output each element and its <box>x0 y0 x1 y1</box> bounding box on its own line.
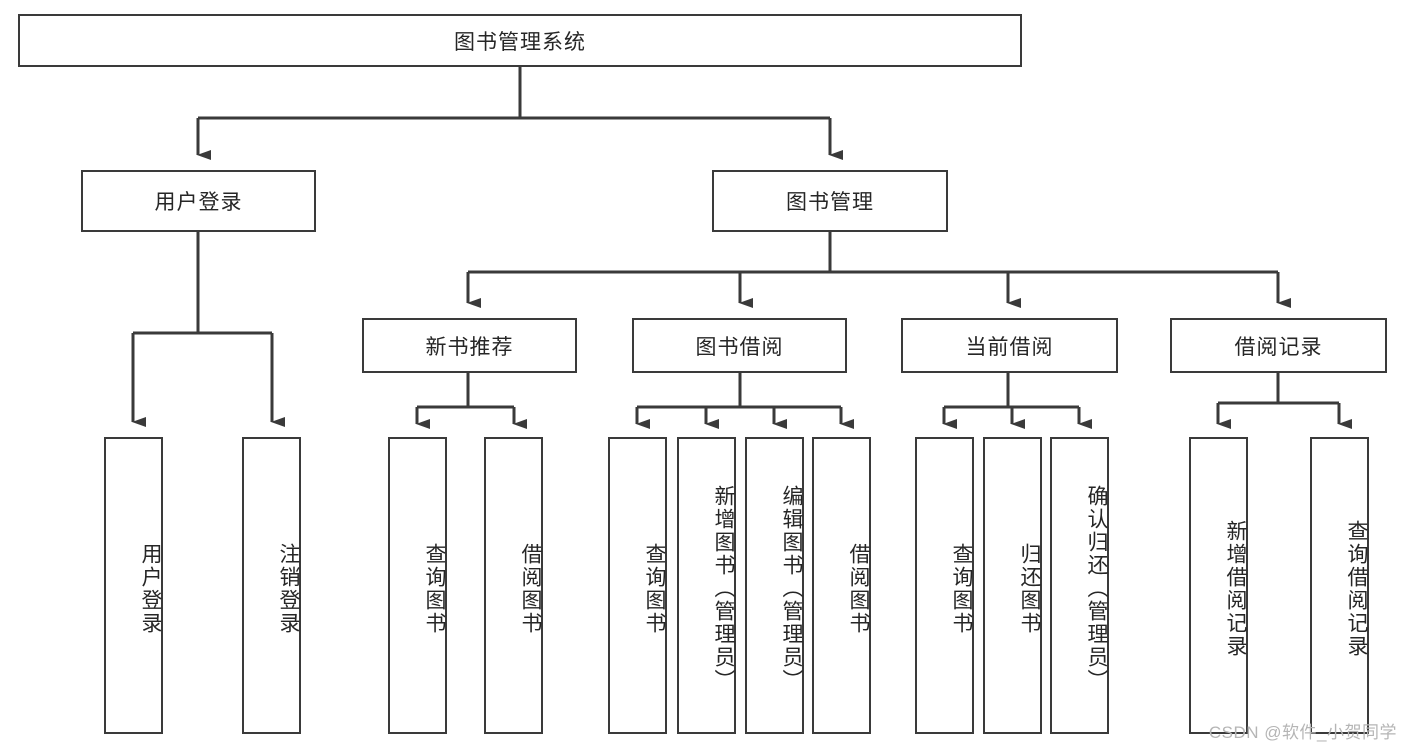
leaf-edit-book-label: 编辑图书（管理员） <box>780 485 803 692</box>
node-book-manage-label: 图书管理 <box>786 191 874 214</box>
leaf-borrow-book-1[interactable]: 借阅图书 <box>484 437 543 734</box>
node-new-book-rec[interactable]: 新书推荐 <box>362 318 577 373</box>
node-current-borrow-label: 当前借阅 <box>965 335 1054 359</box>
node-new-book-rec-label: 新书推荐 <box>425 335 514 359</box>
leaf-query-book-2[interactable]: 查询图书 <box>608 437 667 734</box>
leaf-borrow-book-2-label: 借阅图书 <box>847 542 870 635</box>
edges-book-borrow <box>635 373 854 429</box>
leaf-add-record-label: 新增借阅记录 <box>1224 519 1247 658</box>
watermark: CSDN @软件_小贺同学 <box>1208 723 1397 742</box>
leaf-edit-book[interactable]: 编辑图书（管理员） <box>745 437 804 734</box>
leaf-borrow-book-2[interactable]: 借阅图书 <box>812 437 871 734</box>
edges-new-book-rec <box>415 373 527 429</box>
leaf-query-book-2-label: 查询图书 <box>643 542 666 635</box>
leaf-add-book-label: 新增图书（管理员） <box>712 485 735 692</box>
node-user-login-label: 用户登录 <box>154 191 243 214</box>
node-root[interactable]: 图书管理系统 <box>18 14 1022 67</box>
leaf-return-book-label: 归还图书 <box>1018 542 1041 635</box>
leaf-user-login[interactable]: 用户登录 <box>104 437 163 734</box>
edges-user-login <box>131 232 285 427</box>
node-root-label: 图书管理系统 <box>454 30 586 54</box>
node-book-manage[interactable]: 图书管理 <box>712 170 948 232</box>
edges-borrow-record <box>1216 373 1352 429</box>
leaf-confirm-return[interactable]: 确认归还（管理员） <box>1050 437 1109 734</box>
leaf-add-record[interactable]: 新增借阅记录 <box>1189 437 1248 734</box>
leaf-query-book-3-label: 查询图书 <box>950 542 973 635</box>
leaf-logout-label: 注销登录 <box>277 542 300 635</box>
leaf-query-record-label: 查询借阅记录 <box>1345 519 1368 658</box>
node-book-borrow-label: 图书借阅 <box>695 335 784 359</box>
leaf-query-book-3[interactable]: 查询图书 <box>915 437 974 734</box>
leaf-return-book[interactable]: 归还图书 <box>983 437 1042 734</box>
node-current-borrow[interactable]: 当前借阅 <box>901 318 1118 373</box>
leaf-add-book[interactable]: 新增图书（管理员） <box>677 437 736 734</box>
edges-root <box>196 67 843 160</box>
leaf-user-login-label: 用户登录 <box>139 542 162 635</box>
leaf-confirm-return-label: 确认归还（管理员） <box>1085 485 1108 692</box>
edges-current-borrow <box>942 373 1092 429</box>
leaf-query-book-1-label: 查询图书 <box>423 542 446 635</box>
leaf-borrow-book-1-label: 借阅图书 <box>519 542 542 635</box>
edges-book-manage <box>466 232 1291 308</box>
leaf-query-record[interactable]: 查询借阅记录 <box>1310 437 1369 734</box>
node-user-login[interactable]: 用户登录 <box>81 170 316 232</box>
node-borrow-record-label: 借阅记录 <box>1234 335 1323 359</box>
node-borrow-record[interactable]: 借阅记录 <box>1170 318 1387 373</box>
node-book-borrow[interactable]: 图书借阅 <box>632 318 847 373</box>
leaf-logout[interactable]: 注销登录 <box>242 437 301 734</box>
leaf-query-book-1[interactable]: 查询图书 <box>388 437 447 734</box>
